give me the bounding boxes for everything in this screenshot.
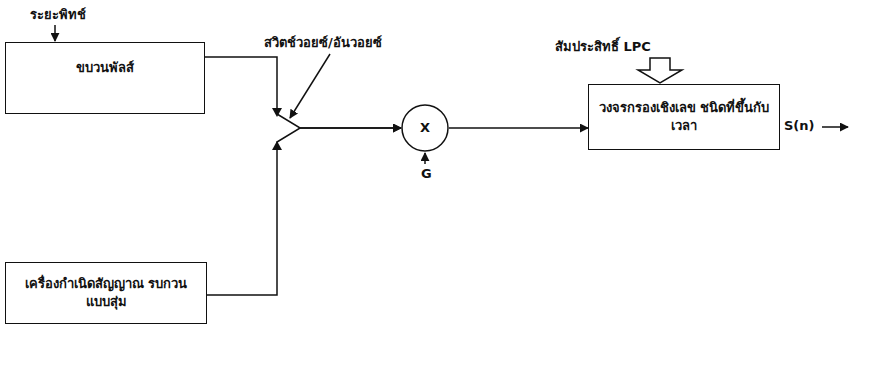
output-arrow (822, 126, 848, 128)
gain-label: G (419, 166, 434, 181)
process-box: ขบวนพัลส์ (5, 42, 205, 114)
node-text: วงจรกรองเชิงเลข ชนิดที่ขึ้นกับเวลา (597, 99, 771, 134)
filter-box: วงจรกรองเชิงเลข ชนิดที่ขึ้นกับเวลา (588, 84, 780, 150)
node-text: X (420, 119, 430, 137)
node-text: เครื่องกำเนิดสัญญาณ รบกวนแบบสุ่ม (14, 275, 198, 310)
coefficient-arrow (638, 58, 682, 83)
leader-line (290, 54, 330, 118)
gain-arrow (424, 153, 426, 164)
switch-label: สวิตช์วอยซ์/อันวอยซ์ (262, 32, 384, 53)
output-label: S(n) (782, 118, 817, 133)
signal-connector (205, 57, 401, 128)
coefficient-label: สัมประสิทธิ์ LPC (553, 36, 653, 57)
node-text: ขบวนพัลส์ (76, 59, 134, 77)
input-label: ระยะพิทช์ (28, 4, 88, 25)
generator-box: เครื่องกำเนิดสัญญาณ รบกวนแบบสุ่ม (5, 262, 207, 324)
multiplier-circle: X (401, 104, 449, 152)
signal-connector (449, 127, 588, 129)
input-arrow (54, 24, 56, 41)
signal-connector (207, 128, 401, 295)
